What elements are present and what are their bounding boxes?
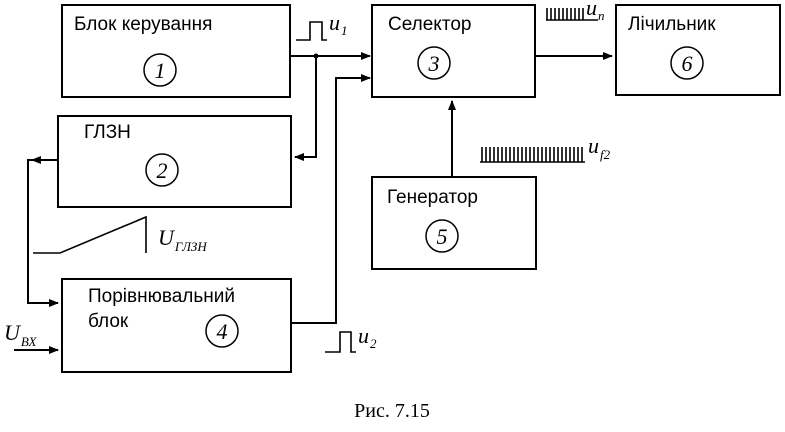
sawtooth-waveform-icon [33,215,147,254]
pulse-u1-icon [296,21,327,41]
block-comparator-number: 4 [217,319,228,344]
block-glzn: ГЛЗН 2 [57,115,292,208]
pulse-train-uf2-icon [480,147,585,163]
block-counter-label: Лічильник [628,14,716,35]
block-glzn-number: 2 [157,158,168,183]
pulse-train-un-icon [546,8,598,21]
pulse-u2-icon [325,331,356,353]
block-comparator: Порівнювальний блок 4 [61,278,292,373]
junction-dot [313,53,319,59]
block-number-circle [143,53,177,87]
block-control-unit-number: 1 [155,58,166,83]
signal-un: un [586,0,605,23]
block-number-circle [425,219,459,253]
block-selector-number: 3 [428,51,440,76]
wire-control-to-glzn [294,56,317,161]
block-selector: Селектор 3 [371,4,536,98]
figure-caption: Рис. 7.15 [354,400,430,422]
signal-uglzn: UГЛЗН [158,225,207,254]
block-comparator-label-line1: Порівнювальний [88,286,235,307]
signal-u1: u1 [329,10,348,38]
block-counter-number: 6 [682,51,693,76]
block-number-circle [205,314,239,348]
wire-comparator-to-selector [291,74,371,324]
block-generator-label: Генератор [387,187,478,208]
block-comparator-label-line2: блок [88,311,129,332]
wire-glzn-to-comparator [27,159,59,307]
block-number-circle [417,46,451,80]
signal-uvx: UВХ [4,320,38,349]
block-counter: Лічильник 6 [615,4,781,96]
signal-u2: u2 [358,323,377,351]
block-generator-number: 5 [437,224,448,249]
block-glzn-label: ГЛЗН [84,122,131,143]
block-number-circle [670,46,704,80]
block-control-unit: Блок керування 1 [61,4,291,98]
block-generator: Генератор 5 [371,176,537,270]
signal-uf2: uf2 [588,133,611,162]
block-control-unit-label: Блок керування [74,14,212,35]
block-selector-label: Селектор [388,14,471,35]
block-number-circle [145,153,179,187]
